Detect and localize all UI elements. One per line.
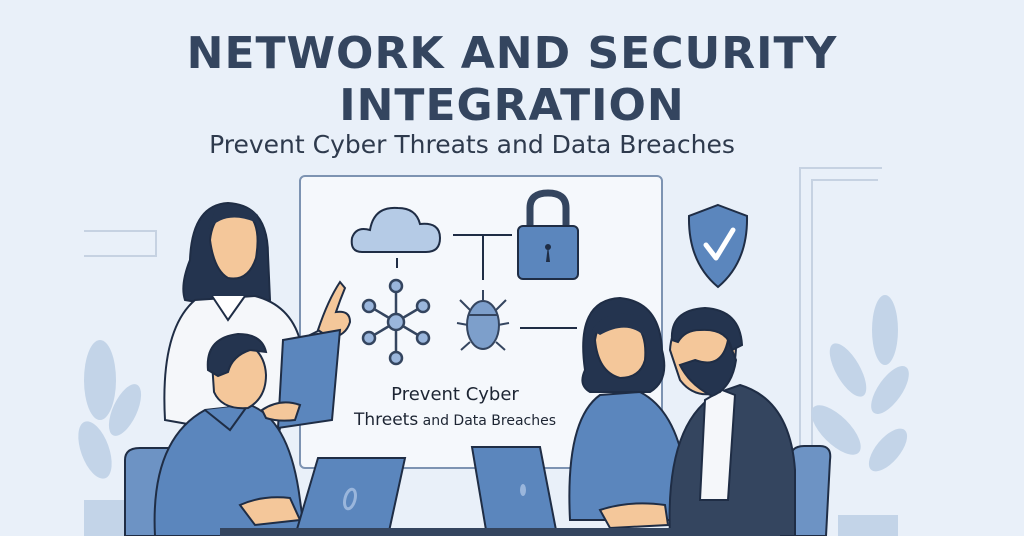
laptop-right xyxy=(470,446,558,531)
diagram-connectors xyxy=(453,234,577,329)
desk xyxy=(220,528,780,536)
banner-subtitle: Prevent Cyber Threats and Data Breaches xyxy=(209,130,735,159)
cloud-icon xyxy=(350,206,442,253)
seated-woman-right xyxy=(568,296,690,521)
whiteboard-text-breaches: and Data Breaches xyxy=(418,413,557,429)
wall-frame-left xyxy=(84,230,157,257)
shield-check-icon xyxy=(687,203,749,289)
laptop-left xyxy=(293,457,407,536)
wall-frame-right xyxy=(799,167,882,536)
chair-right xyxy=(789,445,832,536)
bug-icon xyxy=(456,290,510,351)
bearded-man xyxy=(598,306,796,536)
plant-right xyxy=(811,295,909,536)
whiteboard-text-line1: Prevent Cyber xyxy=(391,384,519,405)
banner-title-line1: NETWORK AND SECURITY xyxy=(186,28,838,79)
plant-left xyxy=(78,340,142,536)
seated-man-left xyxy=(153,332,307,536)
network-hub-icon xyxy=(361,278,431,366)
whiteboard-text-threets: Threets xyxy=(353,410,419,430)
banner-title-line2: INTEGRATION xyxy=(339,80,685,131)
padlock-icon xyxy=(517,189,579,280)
whiteboard-text-line2: Threets and Data Breaches xyxy=(330,410,580,430)
